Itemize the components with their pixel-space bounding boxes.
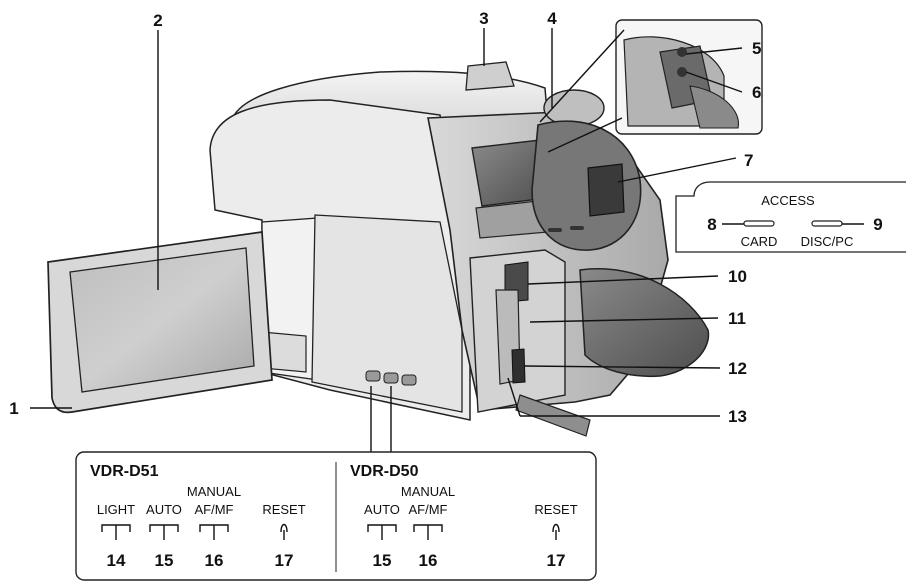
body-button-right (401, 374, 417, 386)
body-button-left (365, 370, 381, 382)
model-d50: VDR-D50 (350, 463, 419, 480)
callout-7: 7 (744, 151, 753, 170)
d51-manual-label: MANUAL (187, 484, 241, 499)
d50-reset-label: RESET (534, 502, 577, 517)
card-label: CARD (741, 234, 778, 249)
access-box: ACCESS CARD DISC/PC 8 9 (675, 181, 906, 253)
callout-5: 5 (752, 39, 761, 58)
d51-light-number: 14 (107, 551, 126, 570)
d51-light-label: LIGHT (97, 502, 135, 517)
d51-afmf-label: AF/MF (195, 502, 234, 517)
d51-reset-number: 17 (275, 551, 294, 570)
lcd-screen (69, 247, 255, 393)
top-shoe (465, 61, 515, 91)
callout-9: 9 (873, 215, 882, 234)
callout-12: 12 (728, 359, 747, 378)
grip-strap (579, 268, 710, 378)
lcd-monitor (47, 231, 273, 414)
d51-auto-label: AUTO (146, 502, 182, 517)
d50-reset-hole-icon (552, 523, 560, 533)
callout-11: 11 (728, 309, 746, 328)
access-title: ACCESS (761, 193, 815, 208)
callout-2: 2 (153, 11, 162, 30)
usb-terminal (511, 348, 526, 384)
camcorder-illustration (209, 61, 710, 437)
button-panel: VDR-D51 MANUAL LIGHT AUTO AF/MF RESET 14… (75, 451, 597, 581)
eyecup (531, 120, 642, 251)
disc-pc-lamp (811, 220, 843, 227)
callout-numbers: 1 2 3 4 5 6 7 10 11 12 13 (9, 9, 761, 426)
callout-10: 10 (728, 267, 747, 286)
model-d51: VDR-D51 (90, 463, 159, 480)
d50-auto-label: AUTO (364, 502, 400, 517)
d51-afmf-number: 16 (205, 551, 224, 570)
d50-manual-label: MANUAL (401, 484, 455, 499)
disc-pc-label: DISC/PC (801, 234, 854, 249)
d50-afmf-label: AF/MF (409, 502, 448, 517)
lower-panel (311, 214, 463, 413)
callout-13: 13 (728, 407, 747, 426)
inset-detail (539, 19, 763, 153)
d51-reset-hole-icon (280, 523, 288, 533)
d50-reset-number: 17 (547, 551, 566, 570)
d50-auto-number: 15 (373, 551, 392, 570)
card-lamp (743, 220, 775, 227)
body-button-mid (383, 372, 399, 384)
eyepiece-window (587, 163, 625, 217)
callout-6: 6 (752, 83, 761, 102)
callout-4: 4 (547, 9, 557, 28)
callout-1: 1 (9, 399, 18, 418)
leader-lines (30, 28, 743, 452)
callout-8: 8 (707, 215, 716, 234)
body-lamp-disc (570, 226, 584, 230)
body-lamp-card (548, 228, 562, 232)
d51-auto-number: 15 (155, 551, 174, 570)
d51-reset-label: RESET (262, 502, 305, 517)
callout-3: 3 (479, 9, 488, 28)
d50-afmf-number: 16 (419, 551, 438, 570)
